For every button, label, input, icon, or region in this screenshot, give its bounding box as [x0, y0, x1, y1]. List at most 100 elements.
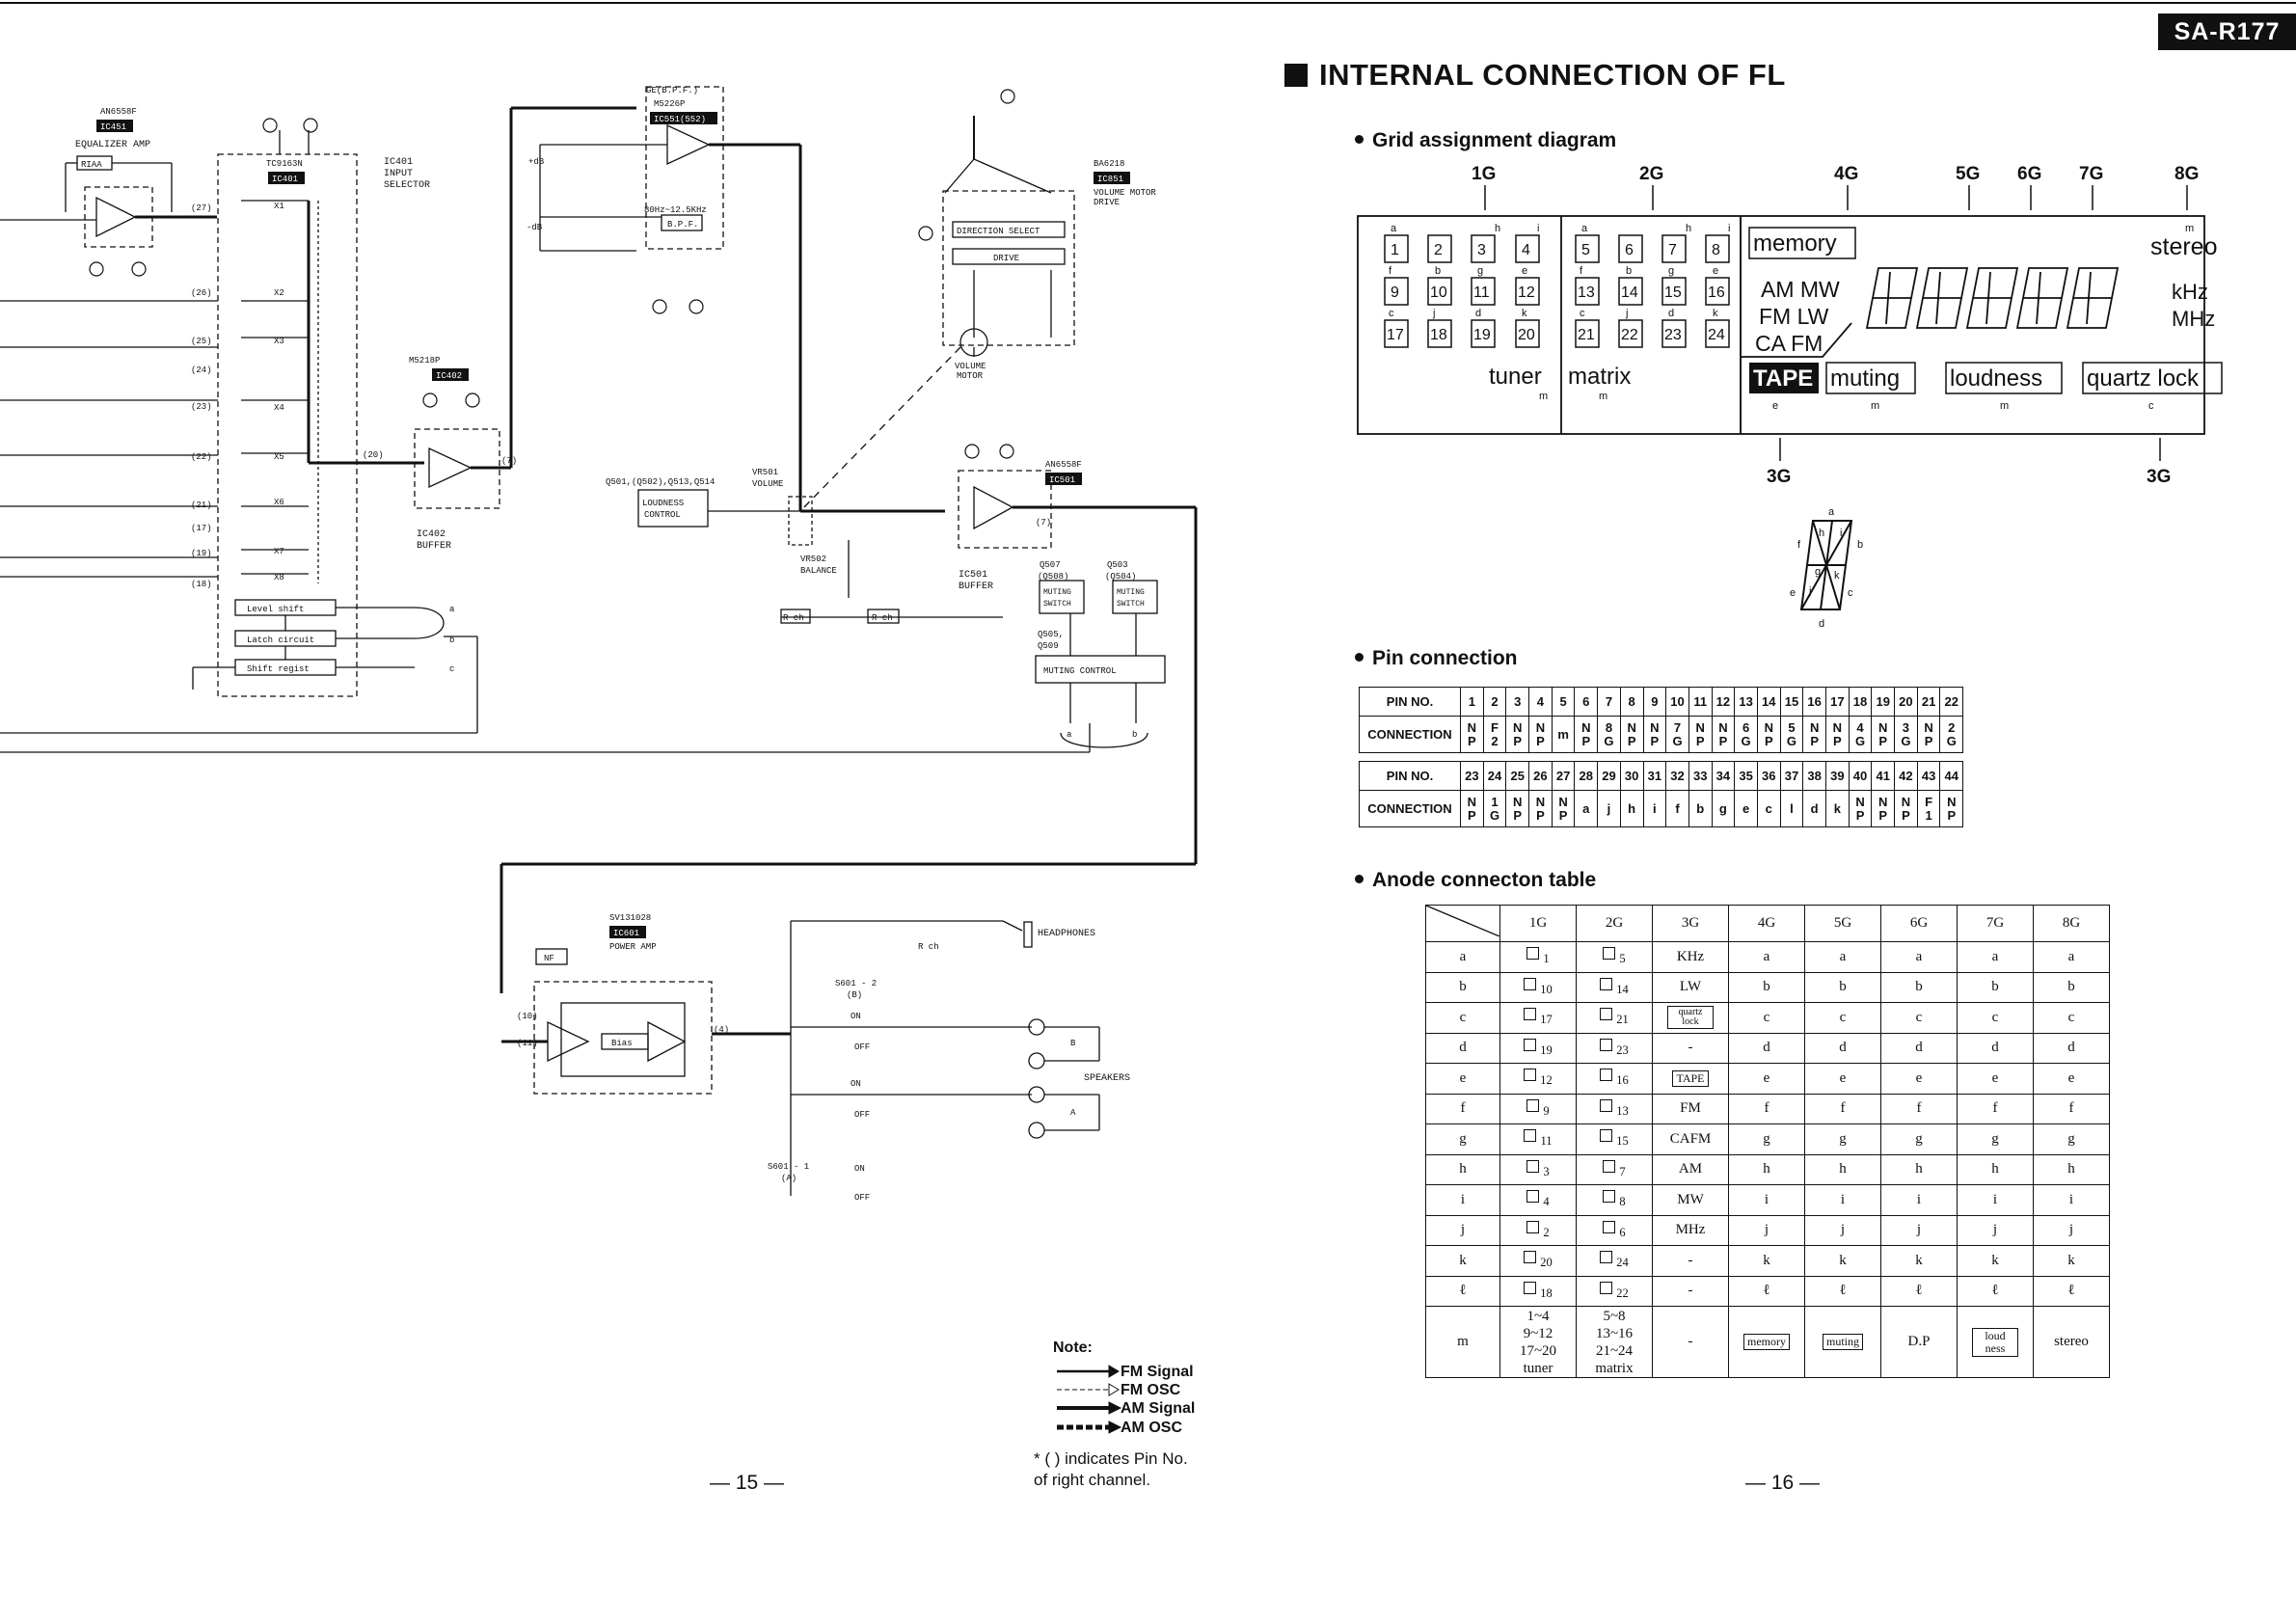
row-label: k [1425, 1245, 1500, 1277]
ic401-desc-3: SELECTOR [384, 180, 430, 191]
row-label: g [1425, 1123, 1500, 1155]
pin-number: 8 [1619, 687, 1644, 717]
cell-1g: 10 [1499, 971, 1577, 1003]
word-muting: muting [1830, 365, 1900, 392]
section-marker [1284, 64, 1308, 87]
pin-connection: j [1597, 790, 1621, 827]
pin-number: 20 [1894, 687, 1918, 717]
speaker-a-label: A [1070, 1108, 1076, 1118]
anode-d-2: d [1668, 308, 1674, 319]
switch-x6: X6 [274, 498, 284, 507]
switch-x5: X5 [274, 452, 284, 462]
cell-3g: AM [1652, 1153, 1729, 1185]
digit-2: 2 [1434, 242, 1443, 258]
boxed-label: muting [1822, 1334, 1863, 1350]
pin-number: 1 [1460, 687, 1484, 717]
word-tape: TAPE [1753, 365, 1813, 392]
pin-number: 38 [1802, 761, 1826, 791]
anode-e-2: e [1713, 265, 1718, 277]
column-header: 4G [1728, 905, 1805, 942]
anode-a-1: a [1391, 223, 1397, 234]
vr501-label-1: VR501 [752, 468, 778, 477]
bus-mute-a: a [1067, 730, 1072, 740]
pin-connection: e [1734, 790, 1758, 827]
boxed-label: loud ness [1972, 1327, 2018, 1357]
an6558f-501-label: AN6558F [1045, 460, 1082, 470]
ic601-label: IC601 [613, 929, 639, 938]
q503-label-1: Q503 [1107, 560, 1128, 570]
grid-8g: 8G [2174, 164, 2199, 184]
switch-on-3: ON [854, 1164, 865, 1174]
pin-number: 39 [1825, 761, 1850, 791]
row-label: ℓ [1425, 1275, 1500, 1307]
pin-7: (7) [501, 456, 517, 466]
row-label: e [1425, 1063, 1500, 1095]
cell-grid: f [1728, 1093, 1805, 1124]
pin-number: 17 [1825, 687, 1850, 717]
cell-1g: 18 [1499, 1275, 1577, 1307]
checkbox-icon [1524, 977, 1537, 990]
cell-2g: 8 [1576, 1184, 1653, 1216]
checkbox-icon [1603, 1220, 1616, 1233]
digit-13: 13 [1578, 284, 1595, 301]
shift-regist-label: Shift regist [247, 664, 310, 674]
rch-label-3: R ch [918, 942, 939, 952]
cell-grid: i [1728, 1184, 1805, 1216]
anode-i-2: i [1728, 223, 1730, 234]
anode-c-2: c [1580, 308, 1585, 319]
column-header: 1G [1499, 905, 1577, 942]
legend-title: Note: [1053, 1340, 1093, 1356]
pin-number: 4 [1528, 687, 1553, 717]
digit-19: 19 [1473, 327, 1491, 343]
seg-h: h [1819, 528, 1824, 539]
grid-6g: 6G [2017, 164, 2041, 184]
grid-assignment-heading-text: Grid assignment diagram [1372, 129, 1617, 151]
pin-number: 19 [1871, 687, 1896, 717]
bullet [1355, 135, 1364, 144]
pin-connection: h [1619, 790, 1644, 827]
switch-x7: X7 [274, 547, 284, 556]
pin-number: 30 [1619, 761, 1644, 791]
switch-x1: X1 [274, 202, 284, 211]
checkbox-icon [1524, 1251, 1537, 1264]
cell-grid: d [1804, 1032, 1881, 1064]
eq-amp-label: EQUALIZER AMP [75, 140, 150, 150]
row-label: f [1425, 1093, 1500, 1124]
anode-j-1: j [1432, 308, 1435, 319]
seg-f: f [1797, 539, 1801, 551]
pin-number: 40 [1848, 761, 1873, 791]
row-label: i [1425, 1184, 1500, 1216]
pin-number: 25 [1505, 761, 1530, 791]
pin-ic601-10: (10) [517, 1012, 538, 1021]
cell-g4: memory [1728, 1306, 1805, 1378]
pin-number: 6 [1574, 687, 1599, 717]
ic501-label: IC501 [1049, 475, 1075, 485]
pin-number: 18 [1848, 687, 1873, 717]
legend-fm-osc: FM OSC [1121, 1382, 1181, 1398]
cell-2g: 21 [1576, 1002, 1653, 1034]
cell-g8: stereo [2033, 1306, 2110, 1378]
section-title: INTERNAL CONNECTION OF FL [1284, 58, 1786, 93]
s601-1-label-2: (A) [781, 1174, 797, 1183]
grid-3g-left: 3G [1767, 467, 1791, 487]
pin-connection: f [1665, 790, 1689, 827]
cell-grid: c [1880, 1002, 1958, 1034]
cell-1g: 2 [1499, 1214, 1577, 1246]
cell-2g: 5 [1576, 941, 1653, 973]
headphones-label: HEADPHONES [1038, 929, 1095, 939]
cell-grid: e [1957, 1063, 2034, 1095]
grid-1g: 1G [1472, 164, 1496, 184]
pin-25: (25) [191, 337, 212, 346]
pin-ic601-11: (11) [517, 1039, 538, 1048]
